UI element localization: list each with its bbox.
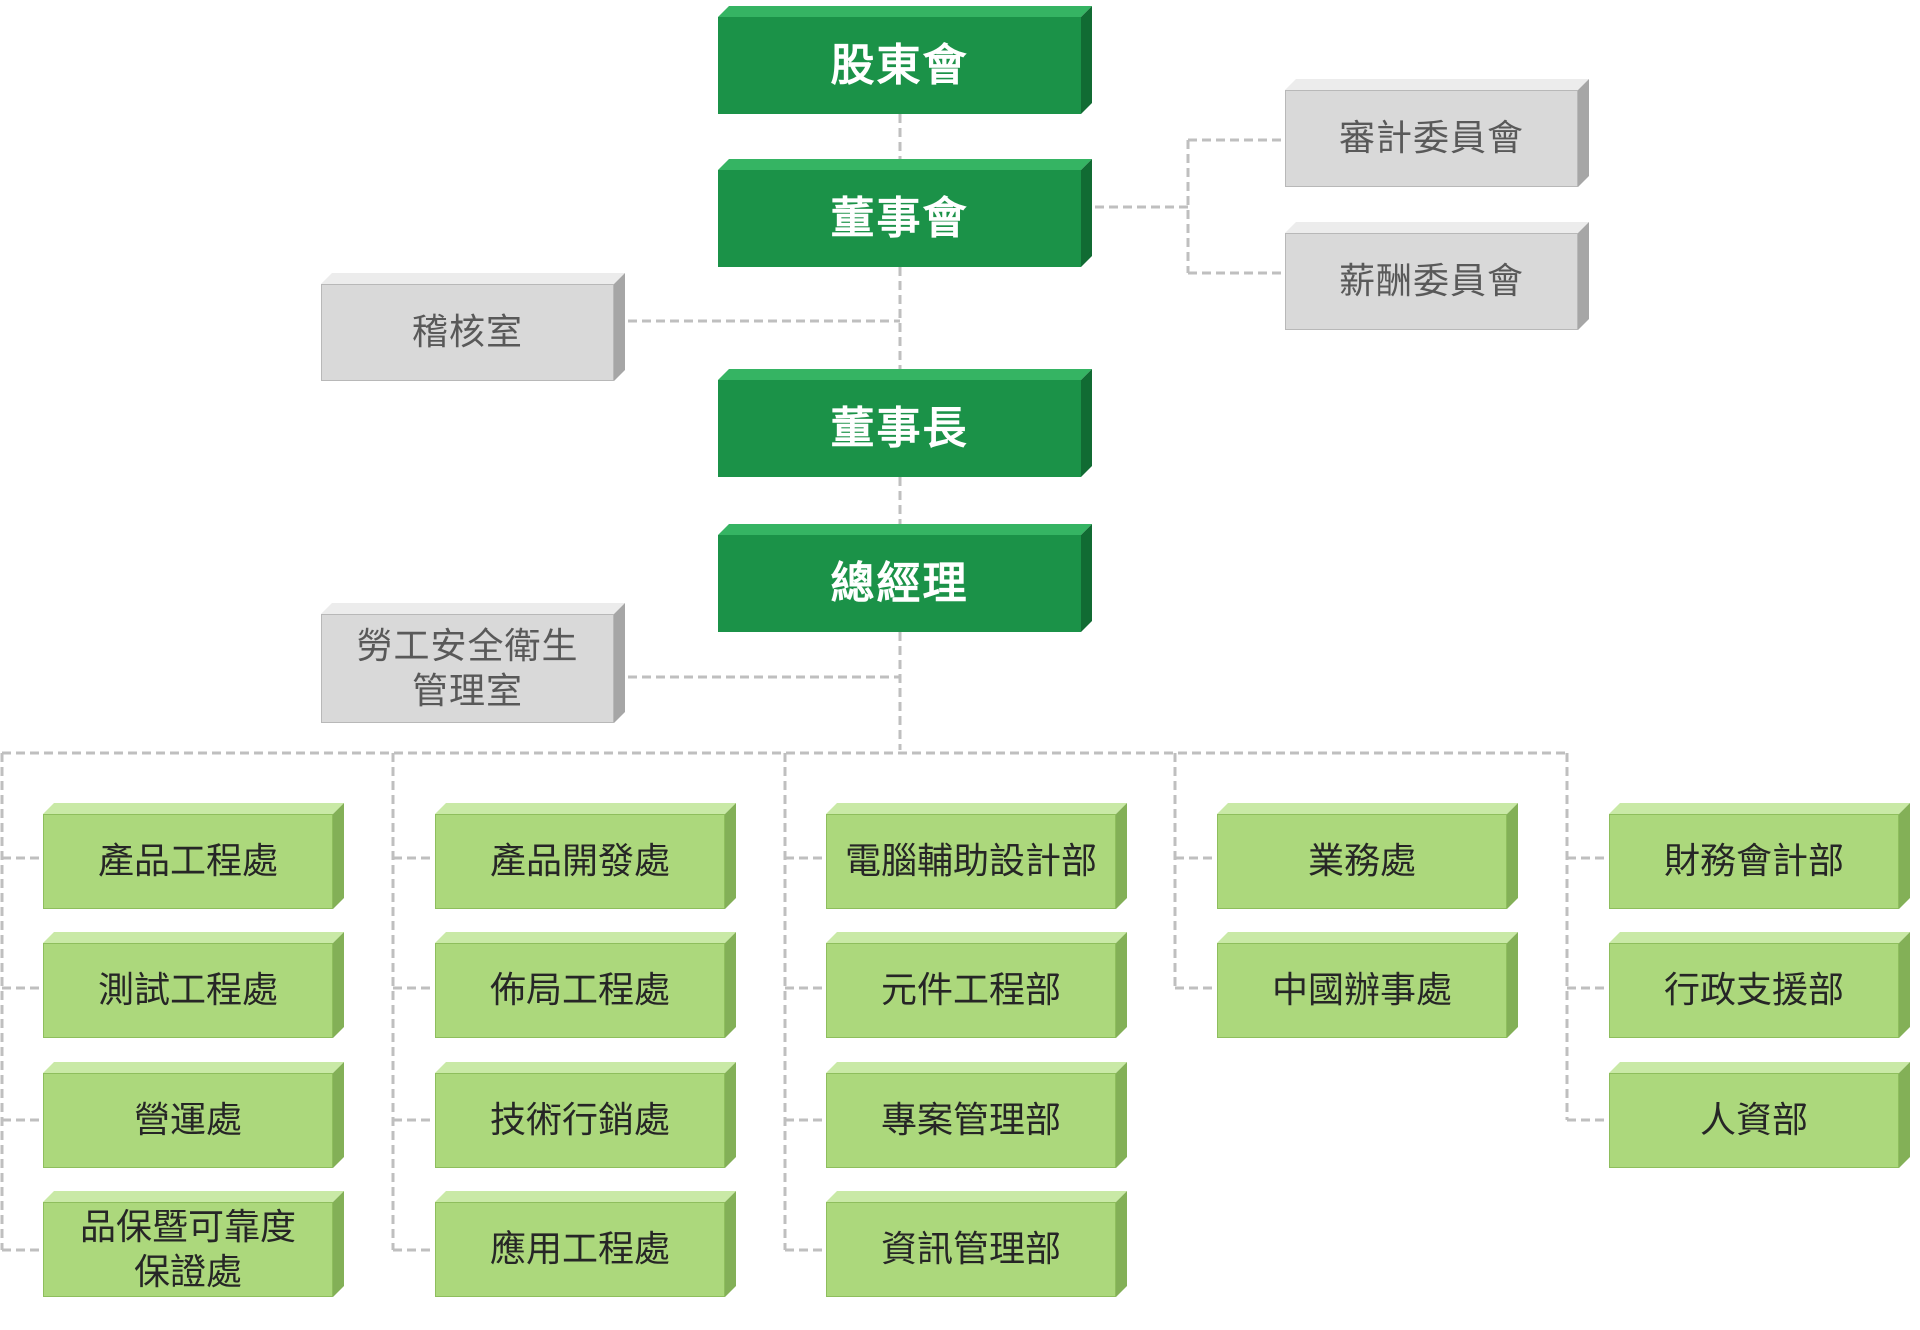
dept-label: 財務會計部 — [1609, 814, 1899, 909]
dept-china-office: 中國辦事處 — [1217, 943, 1507, 1038]
remuneration-committee-box: 薪酬委員會 — [1285, 233, 1578, 330]
dept-product-development: 產品開發處 — [435, 814, 725, 909]
safety-health-office-label: 勞工安全衛生 管理室 — [321, 614, 614, 723]
shareholders-meeting-box: 股東會 — [718, 17, 1081, 114]
dept-label: 技術行銷處 — [435, 1073, 725, 1168]
chairman-label: 董事長 — [718, 380, 1081, 477]
audit-committee-label: 審計委員會 — [1285, 90, 1578, 187]
safety-health-office-box: 勞工安全衛生 管理室 — [321, 614, 614, 723]
dept-label: 資訊管理部 — [826, 1202, 1116, 1297]
safety-office-line-2: 管理室 — [411, 670, 523, 712]
dept-label: 品保暨可靠度 保證處 — [43, 1202, 333, 1297]
dept-test-engineering: 測試工程處 — [43, 943, 333, 1038]
audit-committee-box: 審計委員會 — [1285, 90, 1578, 187]
dept-project-management: 專案管理部 — [826, 1073, 1116, 1168]
dept-sales: 業務處 — [1217, 814, 1507, 909]
dept-product-engineering: 產品工程處 — [43, 814, 333, 909]
dept-label: 電腦輔助設計部 — [826, 814, 1116, 909]
president-box: 總經理 — [718, 535, 1081, 632]
board-of-directors-label: 董事會 — [718, 170, 1081, 267]
dept-label-line-1: 品保暨可靠度 — [79, 1206, 296, 1248]
dept-label: 行政支援部 — [1609, 943, 1899, 1038]
dept-label: 應用工程處 — [435, 1202, 725, 1297]
internal-audit-office-label: 稽核室 — [321, 284, 614, 381]
dept-label: 營運處 — [43, 1073, 333, 1168]
chairman-box: 董事長 — [718, 380, 1081, 477]
dept-label: 業務處 — [1217, 814, 1507, 909]
dept-label: 測試工程處 — [43, 943, 333, 1038]
board-of-directors-box: 董事會 — [718, 170, 1081, 267]
president-label: 總經理 — [718, 535, 1081, 632]
dept-label-line-2: 保證處 — [133, 1251, 242, 1293]
dept-label: 產品開發處 — [435, 814, 725, 909]
dept-application-engineering: 應用工程處 — [435, 1202, 725, 1297]
remuneration-committee-label: 薪酬委員會 — [1285, 233, 1578, 330]
dept-label: 佈局工程處 — [435, 943, 725, 1038]
dept-technical-marketing: 技術行銷處 — [435, 1073, 725, 1168]
shareholders-meeting-label: 股東會 — [718, 17, 1081, 114]
dept-finance-accounting: 財務會計部 — [1609, 814, 1899, 909]
internal-audit-office-box: 稽核室 — [321, 284, 614, 381]
dept-label: 中國辦事處 — [1217, 943, 1507, 1038]
dept-component-engineering: 元件工程部 — [826, 943, 1116, 1038]
dept-admin-support: 行政支援部 — [1609, 943, 1899, 1038]
dept-layout-engineering: 佈局工程處 — [435, 943, 725, 1038]
dept-label: 人資部 — [1609, 1073, 1899, 1168]
dept-label: 專案管理部 — [826, 1073, 1116, 1168]
dept-quality-reliability: 品保暨可靠度 保證處 — [43, 1202, 333, 1297]
dept-human-resources: 人資部 — [1609, 1073, 1899, 1168]
dept-cad: 電腦輔助設計部 — [826, 814, 1116, 909]
dept-label: 產品工程處 — [43, 814, 333, 909]
dept-operations: 營運處 — [43, 1073, 333, 1168]
safety-office-line-1: 勞工安全衛生 — [356, 625, 579, 667]
dept-label: 元件工程部 — [826, 943, 1116, 1038]
dept-information-management: 資訊管理部 — [826, 1202, 1116, 1297]
